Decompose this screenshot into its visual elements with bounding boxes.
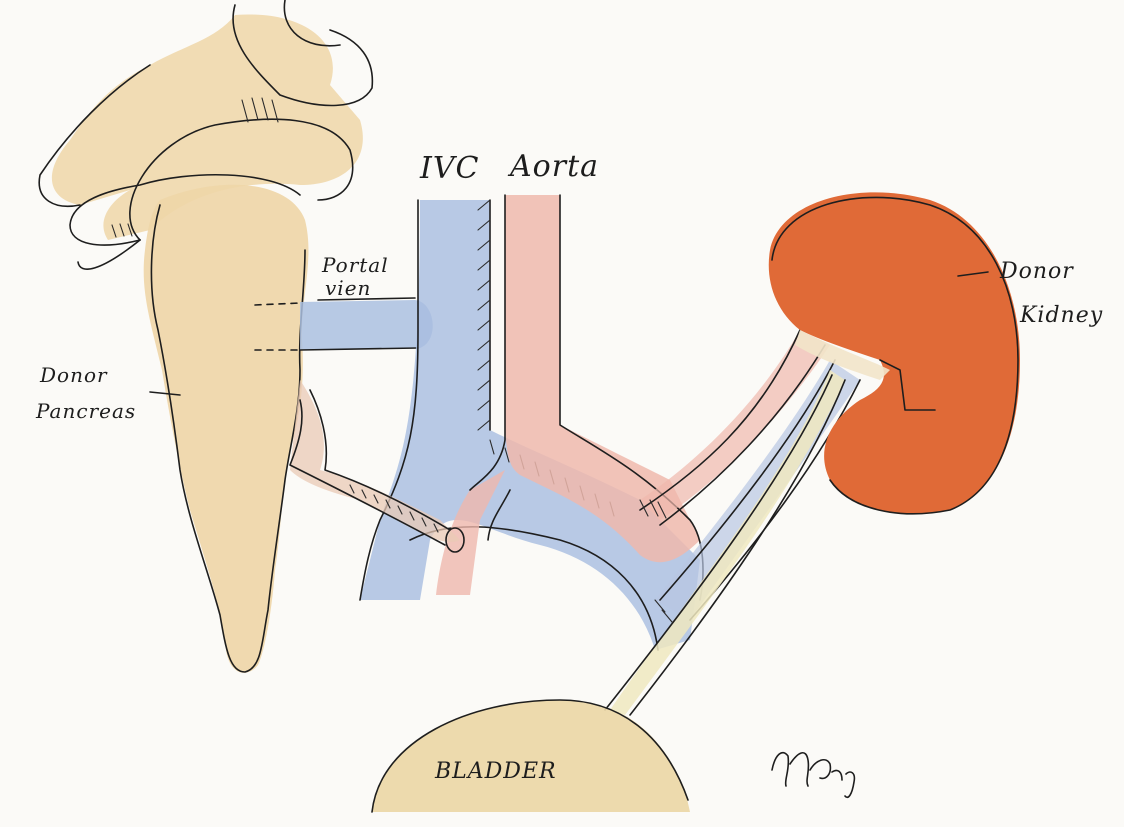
portal-vein-label-line1: Portal (321, 253, 389, 277)
renal-vessels (640, 330, 860, 622)
pancreas-wash (144, 185, 309, 673)
ivc-label: IVC (419, 151, 479, 186)
donor-pancreas (144, 185, 309, 673)
portal-vein-label-line2: vien (325, 276, 371, 300)
signature-stroke (772, 753, 854, 798)
portal-vein-wash (300, 300, 433, 350)
bladder-label: BLADDER (434, 759, 557, 784)
donor-pancreas-label-line2: Pancreas (35, 399, 136, 423)
bladder (372, 700, 690, 812)
donor-kidney-label-line1: Donor (999, 259, 1074, 284)
donor-pancreas-label-line1: Donor (39, 363, 108, 387)
donor-kidney-label-line2: Kidney (1019, 303, 1103, 328)
bladder-wash (372, 700, 690, 812)
artist-signature (772, 753, 854, 798)
aorta-label: Aorta (507, 149, 599, 184)
